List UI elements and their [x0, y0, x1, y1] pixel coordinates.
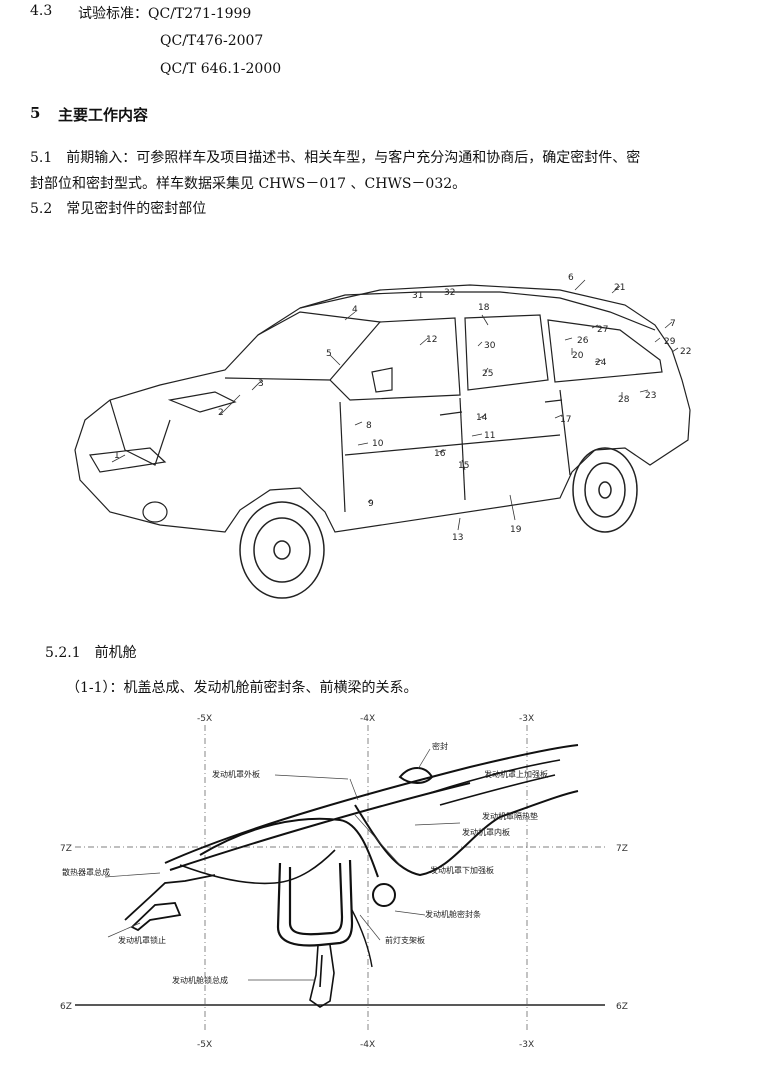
z-label-bottom-left: 6Z: [60, 1002, 72, 1012]
callout-10: 10: [372, 439, 384, 449]
z-label-top-left: 7Z: [60, 844, 72, 854]
callout-25: 25: [482, 369, 493, 379]
callout-24: 24: [595, 358, 607, 368]
callout-6: 6: [568, 273, 574, 283]
callout-3: 3: [258, 379, 264, 389]
test-standard-2: QC/T476-2007: [160, 33, 264, 49]
axis-bottom-5x: -5X: [197, 1040, 212, 1050]
callout-20: 20: [572, 351, 584, 361]
label-lock-assy: 发动机舱锁总成: [172, 975, 228, 985]
callout-23: 23: [645, 391, 656, 401]
label-hood-lower: 发动机罩下加强板: [430, 865, 494, 875]
callout-18: 18: [478, 303, 490, 313]
section-5-1-line1: 5.1 前期输入：可参照样车及项目描述书、相关车型，与客户充分沟通和协商后，确定…: [30, 150, 641, 166]
callout-19: 19: [510, 525, 522, 535]
z-label-top-right: 7Z: [616, 844, 628, 854]
caption-1-1: （1-1）：机盖总成、发动机舱前密封条、前横梁的关系。: [66, 680, 418, 696]
car-seal-location-drawing: 1 2 3 4 5 6 7 8 9 10 11 12 13 14 15 16 1…: [74, 273, 691, 599]
callout-32: 32: [444, 288, 455, 298]
label-hood-upper: 发动机罩上加强板: [484, 769, 548, 779]
callout-1: 1: [114, 451, 120, 461]
section-4-3-number: 4.3: [30, 3, 53, 19]
callout-9: 9: [368, 499, 374, 509]
callout-5: 5: [326, 349, 332, 359]
section-5-1-line2: 封部位和密封型式。样车数据采集见 CHWS－017 、CHWS－032。: [30, 176, 467, 192]
callout-27: 27: [597, 325, 608, 335]
callout-21: 21: [614, 283, 625, 293]
section-5-2-heading: 5.2 常见密封件的密封部位: [30, 201, 207, 217]
callout-8: 8: [366, 421, 372, 431]
callout-17: 17: [560, 415, 571, 425]
callout-22: 22: [680, 347, 691, 357]
callout-2: 2: [218, 408, 224, 418]
label-lamp-bracket: 前灯支架板: [385, 935, 425, 945]
section-5-title: 主要工作内容: [58, 106, 149, 124]
callout-7: 7: [670, 319, 676, 329]
label-hood-seal: 密封: [432, 741, 448, 751]
callout-30: 30: [484, 341, 496, 351]
axis-top-5x: -5X: [197, 714, 212, 724]
label-bumper-grille: 发动机罩锁止: [118, 935, 166, 945]
axis-bottom-3x: -3X: [519, 1040, 534, 1050]
label-hood-insul: 发动机罩隔热垫: [482, 811, 538, 821]
section-5-number: 5: [30, 104, 41, 122]
callout-31: 31: [412, 291, 423, 301]
z-label-bottom-right: 6Z: [616, 1002, 628, 1012]
hood-section-drawing: -5X -4X -3X -5X -4X -3X 7Z 7Z 6Z 6Z: [60, 714, 628, 1050]
callout-15: 15: [458, 461, 469, 471]
callout-12: 12: [426, 335, 437, 345]
label-grille: 散热器罩总成: [62, 867, 110, 877]
section-5-2-1-heading: 5.2.1 前机舱: [45, 645, 137, 661]
callout-13: 13: [452, 533, 463, 543]
label-hood-inner: 发动机罩内板: [462, 827, 510, 837]
test-standard-3: QC/T 646.1-2000: [160, 61, 282, 77]
callout-11: 11: [484, 431, 495, 441]
callout-29: 29: [664, 337, 676, 347]
axis-top-3x: -3X: [519, 714, 534, 724]
axis-top-4x: -4X: [360, 714, 375, 724]
callout-4: 4: [352, 305, 358, 315]
axis-bottom-4x: -4X: [360, 1040, 375, 1050]
callout-16: 16: [434, 449, 446, 459]
callout-26: 26: [577, 336, 589, 346]
label-hood-outer: 发动机罩外板: [212, 769, 260, 779]
callout-28: 28: [618, 395, 630, 405]
callout-14: 14: [476, 413, 488, 423]
label-seal-strip: 发动机舱密封条: [425, 909, 481, 919]
test-standard-line: 试验标准：QC/T271-1999: [78, 6, 252, 22]
